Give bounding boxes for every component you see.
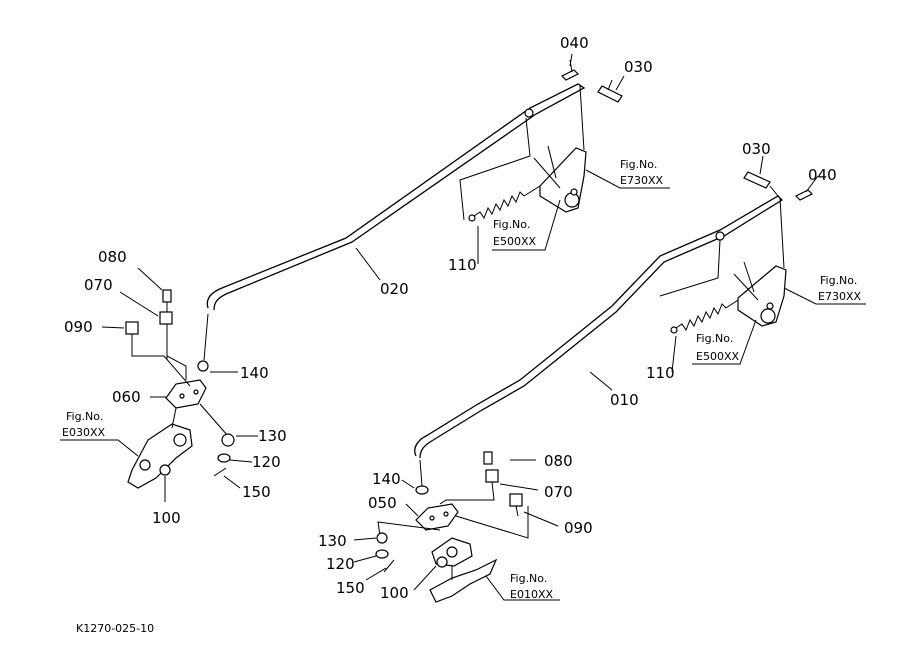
label-090-right: 090: [564, 519, 593, 537]
drawing-code: K1270-025-10: [76, 622, 154, 635]
washer-140-right: [415, 485, 429, 495]
bracket-upper-left: [533, 85, 587, 213]
figref-label-e730-left: Fig.No.: [620, 158, 657, 171]
washer-120-left: [217, 453, 231, 463]
label-070-left: 070: [84, 276, 113, 294]
label-060: 060: [112, 388, 141, 406]
figref-e500-left: E500XX: [493, 235, 536, 248]
label-150-right: 150: [336, 579, 365, 597]
nut-070-left: [159, 311, 173, 325]
pin-030-left: [597, 79, 623, 103]
label-130-left: 130: [258, 427, 287, 445]
label-110-left: 110: [448, 256, 477, 274]
figref-e730-left: E730XX: [620, 174, 663, 187]
figref-label-e500-right: Fig.No.: [696, 332, 733, 345]
label-070-right: 070: [544, 483, 573, 501]
pivot-hole-010: [715, 231, 725, 241]
label-120-right: 120: [326, 555, 355, 573]
lever-e010: [429, 537, 498, 603]
label-100-left: 100: [152, 509, 181, 527]
cotter-150-right: [383, 559, 395, 573]
figref-label-e010: Fig.No.: [510, 572, 547, 585]
clip-040-right: [794, 189, 814, 201]
rod-020: [206, 83, 586, 311]
nut-100-left: [159, 464, 171, 476]
label-120-left: 120: [252, 453, 281, 471]
bracket-upper-right: [733, 197, 787, 327]
nut-070-right: [485, 469, 499, 483]
figref-label-e730-right: Fig.No.: [820, 274, 857, 287]
spring-110-right: [670, 299, 739, 334]
label-150-left: 150: [242, 483, 271, 501]
figref-e030: E030XX: [62, 426, 105, 439]
collar-130-left: [221, 433, 235, 447]
label-090-left: 090: [64, 318, 93, 336]
label-030-left: 030: [624, 58, 653, 76]
label-040-left: 040: [560, 34, 589, 52]
label-130-right: 130: [318, 532, 347, 550]
label-100-right: 100: [380, 584, 409, 602]
figref-e730-right: E730XX: [818, 290, 861, 303]
leader-lines: [60, 53, 866, 601]
nut-100-right: [436, 556, 448, 568]
figref-e500-right: E500XX: [696, 350, 739, 363]
leader-spring-left: [459, 117, 531, 221]
leader-spring-right: [659, 239, 721, 297]
figref-label-e500-left: Fig.No.: [493, 218, 530, 231]
label-140-left: 140: [240, 364, 269, 382]
label-010: 010: [610, 391, 639, 409]
label-020: 020: [380, 280, 409, 298]
bolt-090-right: [509, 493, 523, 517]
figref-e010: E010XX: [510, 588, 553, 601]
bolt-090-left: [125, 321, 191, 387]
figref-label-e030: Fig.No.: [66, 410, 103, 423]
lever-e030: [127, 407, 193, 489]
plate-050: [415, 503, 459, 531]
pin-030-right: [743, 171, 771, 189]
washer-120-right: [375, 549, 389, 559]
washer-140-left: [197, 360, 209, 372]
label-080-left: 080: [98, 248, 127, 266]
spring-110-left: [468, 185, 541, 222]
collar-130-right: [376, 532, 388, 544]
label-030-right: 030: [742, 140, 771, 158]
label-040-right: 040: [808, 166, 837, 184]
label-050: 050: [368, 494, 397, 512]
label-110-right: 110: [646, 364, 675, 382]
plate-060: [165, 379, 207, 409]
rod-010: [414, 195, 784, 459]
label-140-right: 140: [372, 470, 401, 488]
bolt-080-right: [483, 451, 493, 465]
pivot-hole-020: [524, 108, 534, 118]
label-080-right: 080: [544, 452, 573, 470]
cotter-150-left: [213, 467, 227, 477]
